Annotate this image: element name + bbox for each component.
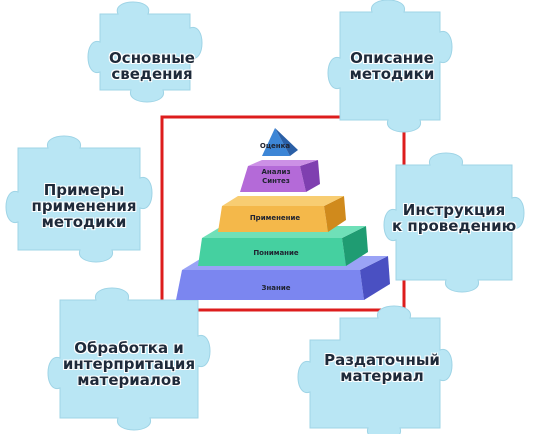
puzzle-piece-method-examples [5, 135, 153, 263]
puzzle-piece-conduct-instructions [383, 152, 525, 293]
pyramid-tier-evaluation [262, 128, 298, 156]
puzzle-piece-method-description [327, 0, 453, 133]
tier-label-knowledge: Знание [261, 284, 291, 292]
puzzle-piece-data-processing [47, 287, 211, 431]
tier-label-evaluation: Оценка [259, 142, 291, 150]
puzzle-piece-handout-material [297, 305, 453, 434]
puzzle-piece-basic-info [87, 1, 203, 103]
tier-label-application: Применение [249, 214, 301, 222]
pyramid-tier-application [218, 196, 346, 232]
pyramid-tier-analysis-synthesis [240, 160, 320, 192]
pyramid [176, 128, 390, 300]
tier-label-understanding: Понимание [253, 249, 299, 257]
